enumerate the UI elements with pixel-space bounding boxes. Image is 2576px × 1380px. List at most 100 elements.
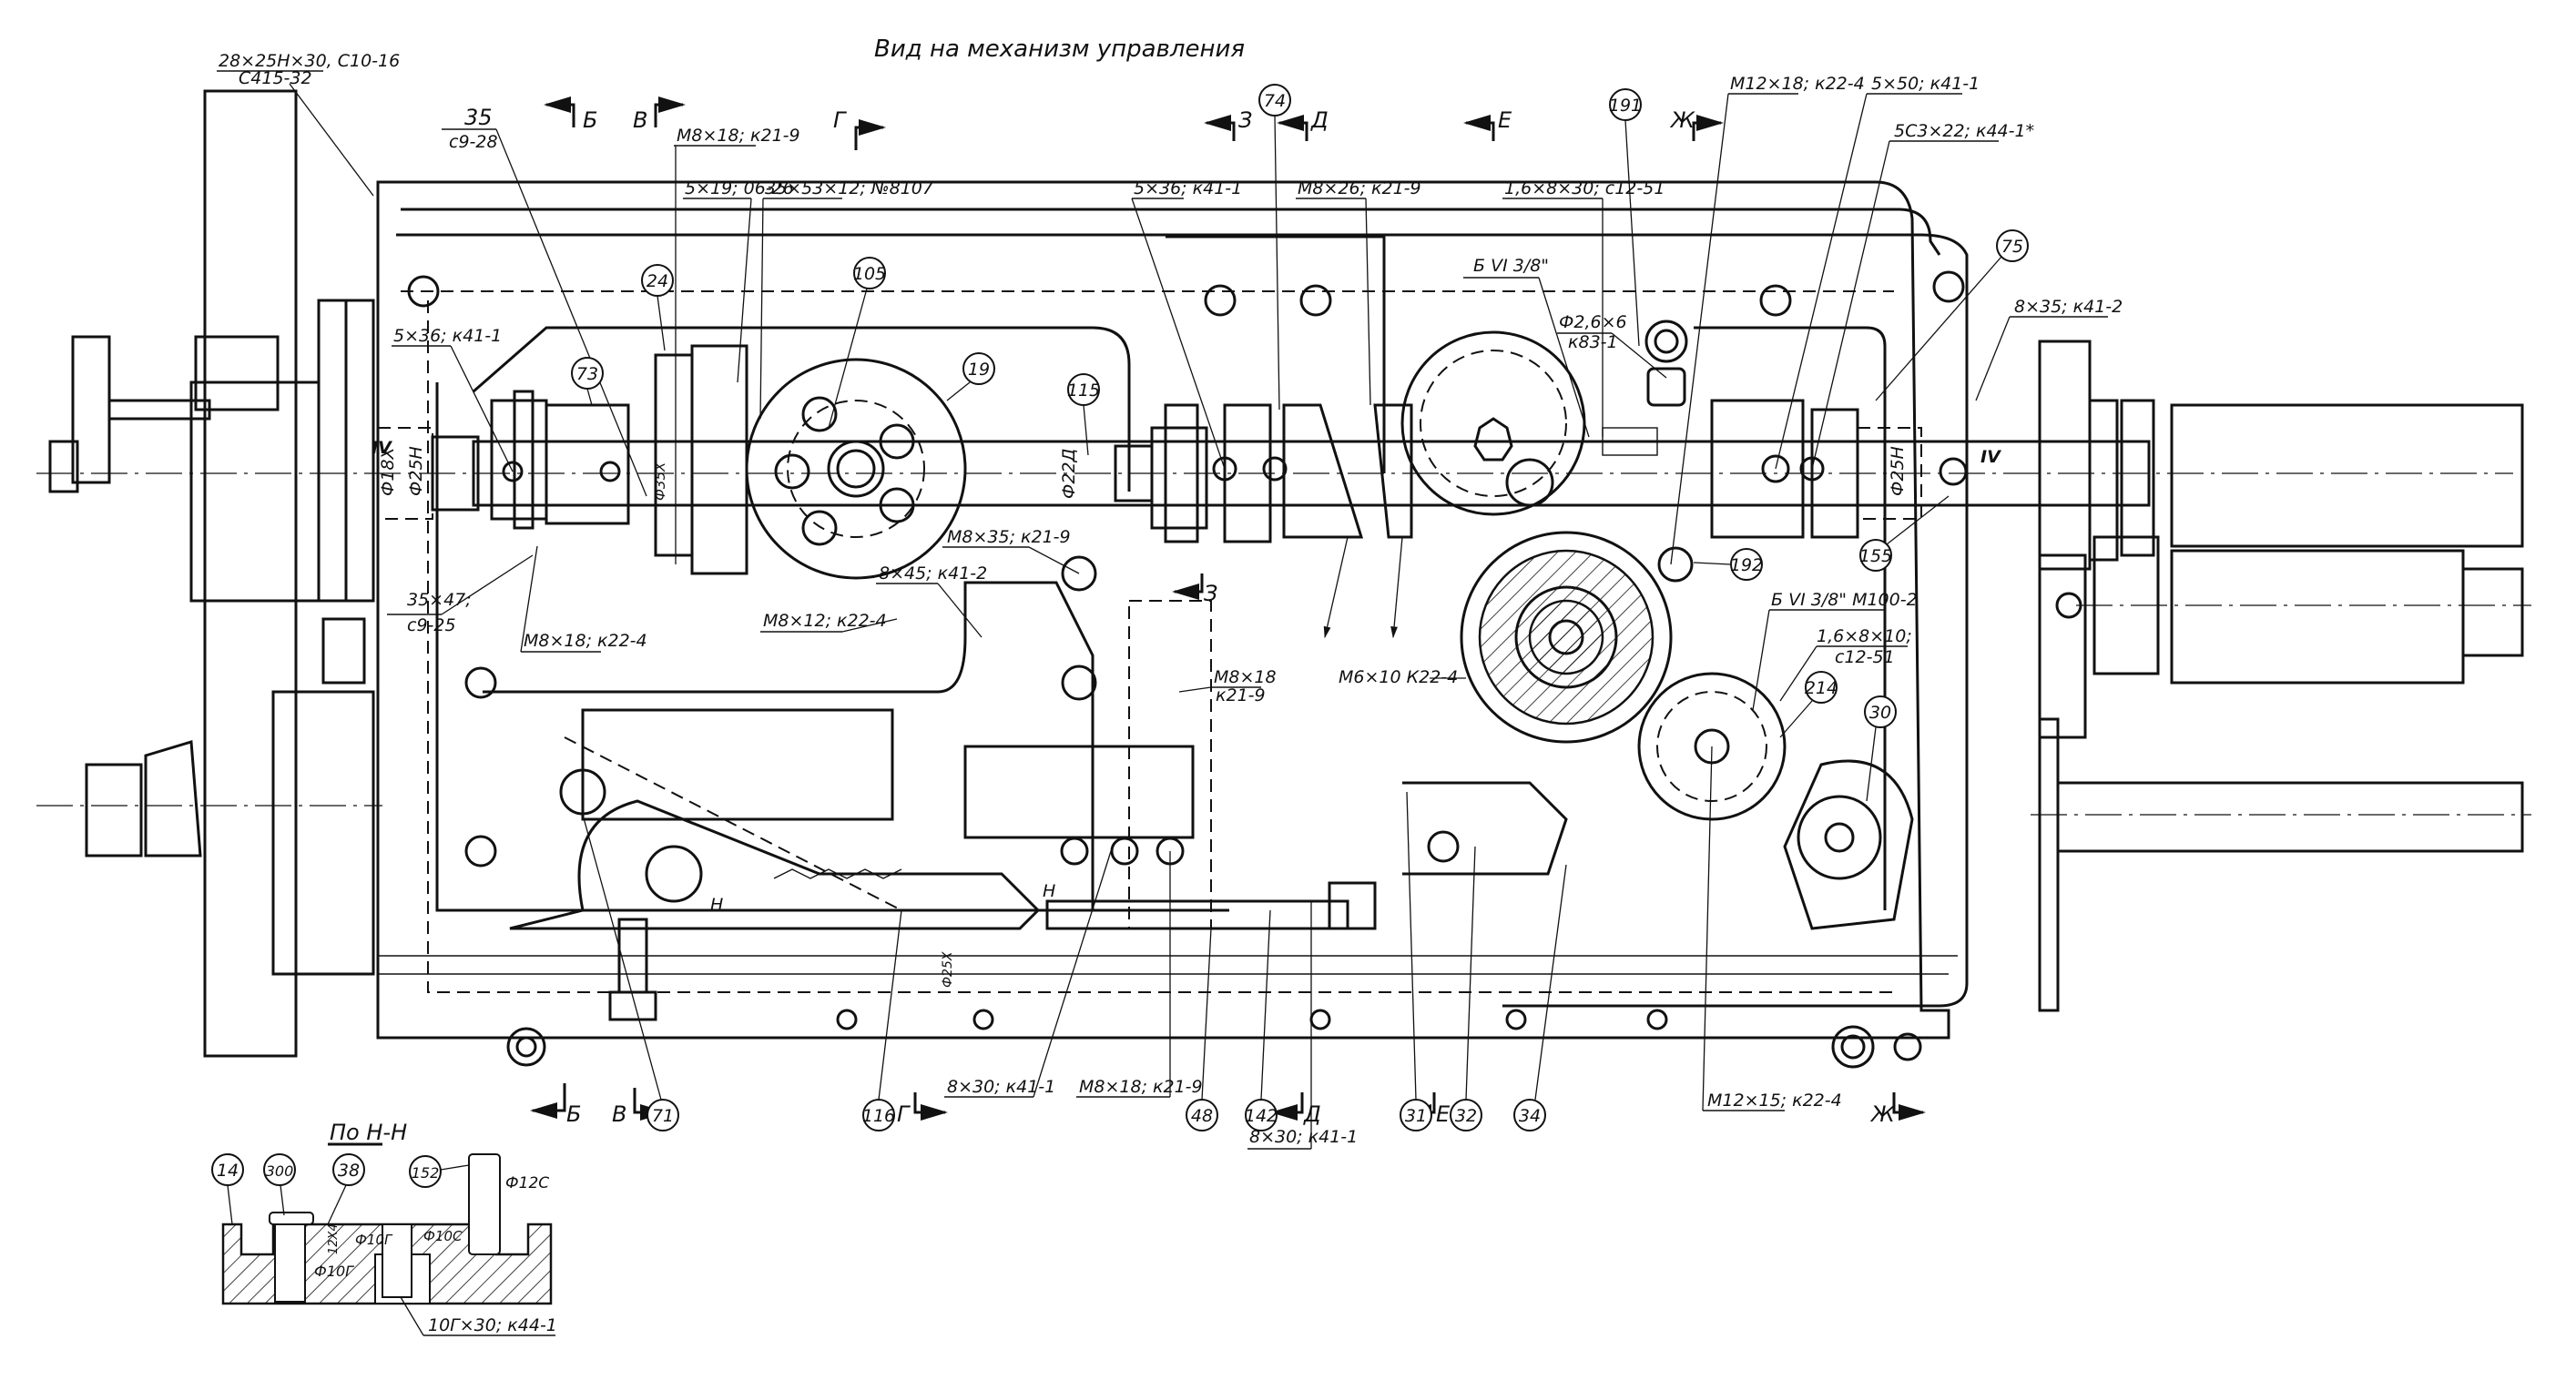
svg-text:М8×12; к22-4: М8×12; к22-4 xyxy=(763,611,887,631)
balloon-155: 155 xyxy=(1859,495,1950,572)
svg-text:34: 34 xyxy=(1519,1106,1541,1126)
callout-8x35: 8×35; к41-2 xyxy=(1975,297,2123,401)
svg-text:Б: Б xyxy=(566,1101,581,1127)
svg-text:с9-28: с9-28 xyxy=(449,132,498,152)
balloon-105: 105 xyxy=(828,257,886,429)
svg-text:152: 152 xyxy=(412,1164,440,1182)
section-mark-v-top: В xyxy=(633,96,686,133)
balloon-32: 32 xyxy=(1450,846,1482,1131)
section-callout-pin: 10Г×30; к44-1 xyxy=(428,1315,557,1335)
svg-text:М8×18; к22-4: М8×18; к22-4 xyxy=(524,631,647,651)
dim-d10g: Ф10Г xyxy=(314,1263,354,1280)
svg-text:М8×18; к21-9: М8×18; к21-9 xyxy=(677,126,800,146)
svg-text:35: 35 xyxy=(464,105,493,130)
callout-bearing-6vi: Б VI 3/8" xyxy=(1463,256,1590,438)
gear-hatched xyxy=(1460,531,1673,744)
section-mark-b-top: Б xyxy=(544,96,597,133)
callout-bearing-8107: 35×53×12; №8107 xyxy=(759,178,933,420)
svg-text:Ф25Н: Ф25Н xyxy=(406,446,426,496)
svg-text:З: З xyxy=(1238,107,1252,133)
svg-text:214: 214 xyxy=(1805,678,1838,698)
gear-30 xyxy=(1783,759,1914,930)
svg-text:В: В xyxy=(633,107,647,133)
balloon-73: 73 xyxy=(571,357,604,406)
svg-text:В: В xyxy=(612,1101,626,1127)
section-mark-h-2: Н xyxy=(1043,881,1055,901)
svg-text:Ф35Х: Ф35Х xyxy=(652,462,668,501)
callout-8x30-left: 8×30; к41-1 xyxy=(944,850,1112,1098)
callout-35-c9-28: 35 с9-28 xyxy=(442,105,647,497)
svg-text:Ф22Д: Ф22Д xyxy=(1059,449,1079,499)
svg-text:115: 115 xyxy=(1067,381,1100,401)
bolt-holes xyxy=(407,270,1965,1069)
lower-linkage xyxy=(509,736,1568,1021)
callout-8x45: 8×45; к41-2 xyxy=(876,563,987,638)
dim-d10g-top: Ф10Г xyxy=(355,1232,393,1248)
svg-text:Ф18Х: Ф18Х xyxy=(378,446,398,496)
dim-12x4: 12Х4 xyxy=(327,1223,341,1254)
svg-text:5×36; к41-1: 5×36; к41-1 xyxy=(1134,178,1242,198)
section-marks-top: Б В Г З Д Е Ж З Н Н xyxy=(544,96,1724,915)
svg-text:Д: Д xyxy=(1303,1101,1321,1127)
svg-text:8×30; к41-1: 8×30; к41-1 xyxy=(1249,1127,1358,1147)
balloon-152: 152 xyxy=(409,1155,470,1188)
svg-text:300: 300 xyxy=(266,1162,294,1180)
svg-text:73: 73 xyxy=(576,364,598,384)
svg-text:75: 75 xyxy=(2001,237,2023,257)
callout-pin-1-6x8x30: 1,6×8×30; с12-51 xyxy=(1502,178,1665,437)
section-mark-b-bottom: Б xyxy=(530,1083,581,1127)
callouts-inner: 5×36; к41-1 35×47; с9-25 М8×18; к22-4 М8… xyxy=(387,256,1918,711)
svg-text:Б VI 3/8" М100-2: Б VI 3/8" М100-2 xyxy=(1771,590,1918,610)
balloon-191: 191 xyxy=(1609,88,1642,347)
svg-text:М12×15; к22-4: М12×15; к22-4 xyxy=(1707,1091,1842,1111)
svg-text:24: 24 xyxy=(647,271,668,291)
svg-text:IV: IV xyxy=(372,438,392,458)
callout-m8x18-k21-9: М8×18; к21-9 xyxy=(674,126,800,564)
callout-35x47: 35×47; с9-25 xyxy=(387,554,534,635)
callout-5x19: 5×19; 06-26 xyxy=(683,178,794,383)
balloons-main: 24 73 105 19 115 74 191 75 192 155 214 3… xyxy=(571,84,2029,802)
callout-m8x18-k21-9-inner: М8×18 к21-9 xyxy=(1178,667,1277,705)
svg-text:31: 31 xyxy=(1405,1106,1427,1126)
svg-text:5С3×22; к44-1*: 5С3×22; к44-1* xyxy=(1894,121,2034,141)
callout-m8x12: М8×12; к22-4 xyxy=(760,611,898,633)
callouts-top: 28×25Н×30, С10-16 С415-32 35 с9-28 М8×18… xyxy=(217,51,2123,565)
balloon-48: 48 xyxy=(1186,928,1218,1131)
svg-text:Б VI 3/8": Б VI 3/8" xyxy=(1473,256,1549,276)
svg-text:116: 116 xyxy=(862,1106,895,1126)
balloon-74: 74 xyxy=(1258,84,1291,411)
svg-text:М8×26; к21-9: М8×26; к21-9 xyxy=(1298,178,1421,198)
callout-pin-1-6x8x10: 1,6×8×10; с12-51 xyxy=(1779,626,1912,702)
svg-text:Г: Г xyxy=(833,107,847,133)
callout-5c3x22: 5С3×22; к44-1* xyxy=(1811,121,2034,470)
svg-text:8×35; к41-2: 8×35; к41-2 xyxy=(2014,297,2123,317)
gear-19 xyxy=(745,358,967,580)
section-mark-d-bottom: Д xyxy=(1270,1092,1321,1127)
svg-text:М8×35; к21-9: М8×35; к21-9 xyxy=(947,527,1071,547)
callout-m12x18: М12×18; к22-4 xyxy=(1670,74,1865,565)
svg-text:35×47;: 35×47; xyxy=(407,590,472,610)
section-mark-zh-bottom: Ж xyxy=(1869,1092,1926,1127)
callouts-bottom: 8×30; к41-1 М8×18; к21-9 8×30; к41-1 М12… xyxy=(944,746,1842,1150)
balloon-71: 71 xyxy=(582,814,679,1131)
callout-pin-2-6x6: Ф2,6×6 к83-1 xyxy=(1557,312,1667,379)
callout-m8x26: М8×26; к21-9 xyxy=(1296,178,1421,406)
callout-m8x35: М8×35; к21-9 xyxy=(942,527,1080,574)
svg-text:с9-25: с9-25 xyxy=(407,615,456,635)
svg-text:Ж: Ж xyxy=(1669,107,1695,133)
svg-text:Ф25Н: Ф25Н xyxy=(1888,446,1908,496)
svg-text:191: 191 xyxy=(1609,96,1642,116)
balloon-24: 24 xyxy=(641,264,674,351)
svg-text:105: 105 xyxy=(853,264,886,284)
balloon-34: 34 xyxy=(1513,864,1567,1131)
dim-d12c: Ф12С xyxy=(505,1174,549,1192)
section-mark-z-top: З xyxy=(1204,107,1252,141)
svg-text:5×19; 06-26: 5×19; 06-26 xyxy=(685,178,794,198)
section-mark-h-1: Н xyxy=(710,895,723,915)
callout-shaft-spline: 28×25Н×30, С10-16 С415-32 xyxy=(217,51,400,197)
svg-text:8×30; к41-1: 8×30; к41-1 xyxy=(947,1077,1055,1097)
section-mark-g-bottom: Г xyxy=(897,1092,948,1127)
balloon-192: 192 xyxy=(1693,548,1763,581)
callout-5x36-center: 5×36; к41-1 xyxy=(1131,178,1242,470)
section-view-n-n: По Н-Н 14 300 38 152 Ф12С 12Х4 Ф10Г Ф10С… xyxy=(211,1120,557,1336)
